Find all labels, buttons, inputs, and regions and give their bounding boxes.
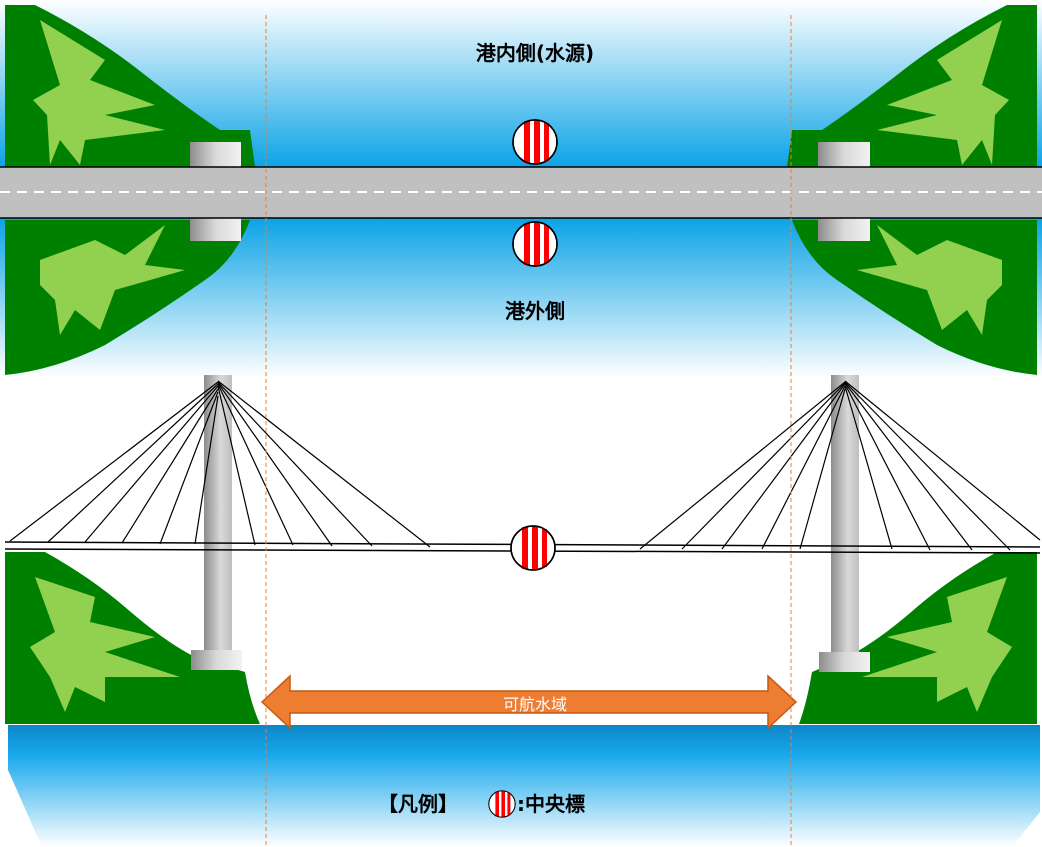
pier-top-right [818,142,870,168]
tower-base-left [191,650,242,670]
plan-view: 港内側(水源) 港外側 [0,0,1042,378]
legend-center-mark-text: :中央標 [517,792,585,816]
hill-low-right [799,552,1037,724]
hill-mid-left [5,220,250,375]
navigable-waters-arrow [260,674,798,730]
center-mark-icon [488,790,516,818]
stay-cables [9,380,1041,551]
tower-base-right [819,652,870,672]
pier-bottom-right [818,218,870,241]
pier-top-left [190,142,241,168]
outer-harbor-label: 港外側 [505,299,565,323]
inner-harbor-label: 港内側(水源) [476,41,594,65]
center-mark-icon [510,525,556,571]
center-mark-icon [512,221,558,267]
elevation-view: 可航水域 【凡例】 :中央標 48 [4,375,1041,847]
tower-left [204,375,232,653]
center-mark-icon [512,119,558,165]
hill-mid-right [792,220,1037,375]
hill-top-right [787,5,1037,167]
bridge-deck-plan [0,166,1042,219]
hill-low-left [5,552,260,724]
navigable-waters-label: 可航水域 [503,695,567,714]
pier-bottom-left [190,218,241,241]
legend-heading: 【凡例】 [378,792,458,816]
tower-right [831,375,859,653]
sea-water [8,725,1040,847]
hill-top-left [5,5,255,167]
